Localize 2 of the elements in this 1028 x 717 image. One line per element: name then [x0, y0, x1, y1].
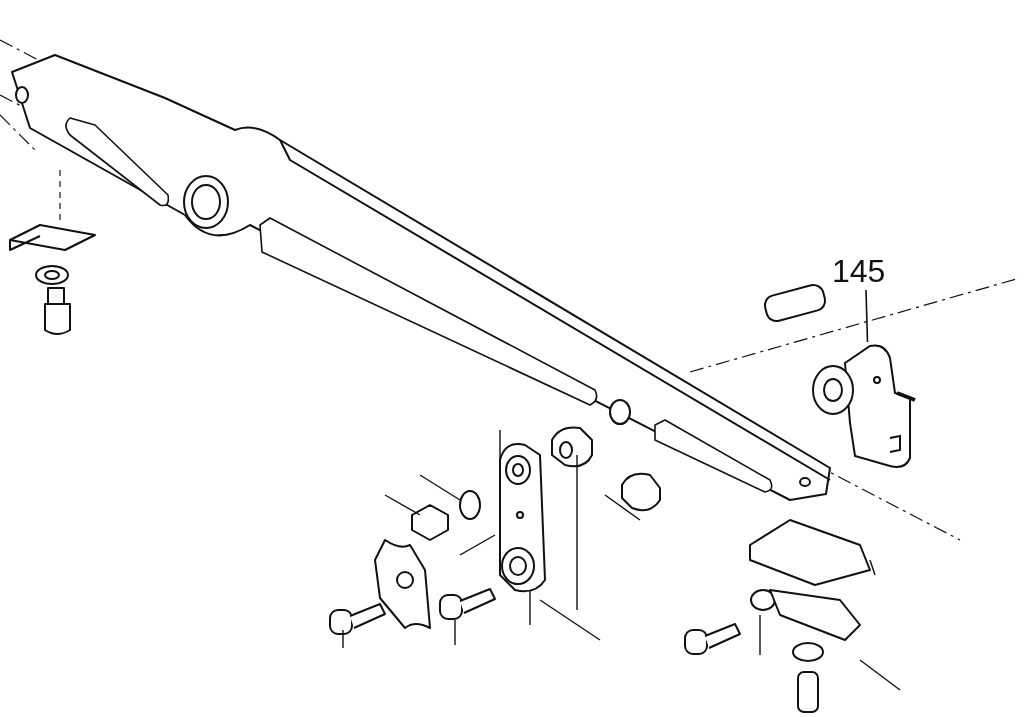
leader-line: [865, 289, 869, 343]
part-number: 145: [832, 254, 900, 288]
